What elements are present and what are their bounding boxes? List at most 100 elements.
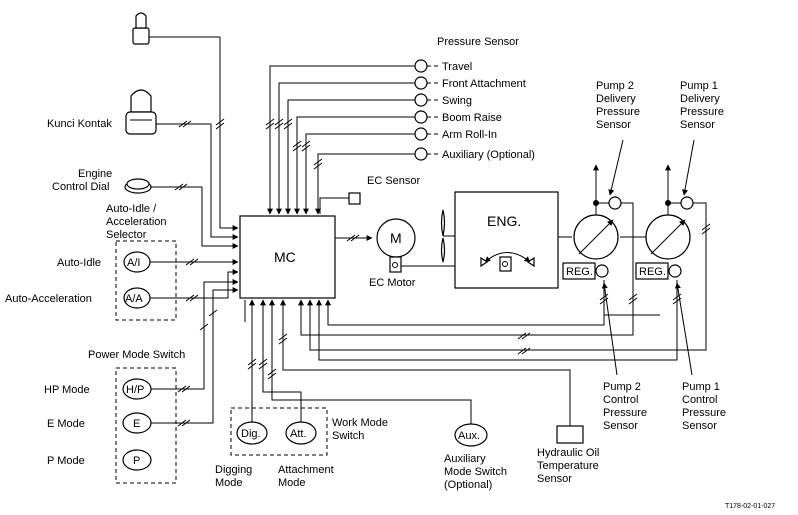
pump-1 (645, 214, 691, 260)
pump2-control-pressure-sensor (595, 264, 609, 278)
work-mode-label-2: Switch (332, 430, 364, 442)
work-mode-switch-group (230, 407, 328, 456)
hp-mode-label: HP Mode (44, 384, 90, 396)
pump1-regulator: REG. (635, 262, 669, 280)
figure-code: T178-02-01-027 (725, 503, 775, 510)
digging-mode-label-1: Digging (215, 464, 252, 476)
hydraulic-oil-label-1: Hydraulic Oil (537, 447, 599, 459)
hydraulic-oil-label-3: Sensor (537, 473, 572, 485)
pump2-dp-label-4: Sensor (596, 119, 631, 131)
e-mode-label: E Mode (47, 418, 85, 430)
power-mode-switch-group (115, 367, 177, 484)
fan-icon (440, 209, 455, 263)
auto-idle-selector-label-3: Selector (106, 229, 147, 241)
auto-idle-label: Auto-Idle (57, 257, 101, 269)
auto-acceleration-switch[interactable]: A/A (123, 287, 151, 309)
aux-mode-label-2: Mode Switch (444, 466, 507, 478)
hydraulic-oil-label-2: Temperature (537, 460, 599, 472)
pump2-dp-label-1: Pump 2 (596, 80, 634, 92)
ec-motor-label: EC Motor (369, 277, 416, 289)
m-label: M (390, 230, 402, 246)
pressure-sensor-wires (265, 65, 415, 215)
pump2-cp-label-4: Sensor (603, 420, 638, 432)
pump2-dp-label-3: Pressure (596, 106, 640, 118)
auto-idle-selector-label-2: Acceleration (106, 216, 167, 228)
pressure-sensor-circles (414, 59, 438, 161)
auto-acceleration-label: Auto-Acceleration (5, 293, 92, 305)
pump1-cp-label-3: Pressure (682, 407, 726, 419)
aux-mode-label-3: (Optional) (444, 479, 492, 491)
pump1-dp-label-1: Pump 1 (680, 80, 718, 92)
auto-idle-switch[interactable]: A/I (123, 251, 151, 273)
pump1-dp-label-4: Sensor (680, 119, 715, 131)
auxiliary-optional-label: Auxiliary (Optional) (442, 149, 535, 161)
auto-idle-selector-label-1: Auto-Idle / (106, 203, 157, 215)
ec-sensor-label: EC Sensor (367, 175, 421, 187)
work-mode-label-1: Work Mode (332, 417, 388, 429)
engine-control-dial-icon (124, 178, 202, 194)
power-mode-switch-label: Power Mode Switch (88, 349, 185, 361)
pump-2 (573, 214, 619, 260)
front-attachment-label: Front Attachment (442, 78, 526, 90)
pump2-reg-label: REG. (566, 266, 593, 278)
front-attachment-sensor (414, 76, 428, 90)
engine-label: Engine (78, 168, 112, 180)
digging-mode-switch[interactable]: Dig. (236, 421, 268, 445)
hp-switch-label: H/P (126, 384, 144, 396)
key-icon (132, 12, 220, 45)
pump1-reg-label: REG. (639, 266, 666, 278)
pump2-dp-label-2: Delivery (596, 93, 636, 105)
boom-raise-sensor (414, 110, 428, 124)
pump-signal-wires (298, 213, 711, 361)
pump2-cp-label-1: Pump 2 (603, 381, 641, 393)
p-mode-switch[interactable]: P (122, 449, 152, 471)
p-mode-label: P Mode (47, 455, 85, 467)
pump2-cp-label-3: Pressure (603, 407, 647, 419)
auto-acceleration-switch-label: A/A (125, 293, 143, 305)
mc-label: MC (274, 249, 296, 265)
pump1-cp-label-4: Sensor (682, 420, 717, 432)
pump1-delivery-pressure-sensor (680, 196, 694, 210)
pressure-sensor-title: Pressure Sensor (437, 36, 519, 48)
boom-raise-label: Boom Raise (442, 112, 502, 124)
arm-roll-in-label: Arm Roll-In (442, 129, 497, 141)
kunci-kontak-label: Kunci Kontak (47, 118, 112, 130)
engine-block (454, 191, 559, 289)
ignition-switch-icon (125, 89, 211, 135)
swing-sensor (414, 93, 428, 107)
pump2-delivery-pressure-sensor (608, 196, 622, 210)
attachment-mode-label-1: Attachment (278, 464, 334, 476)
auto-idle-switch-label: A/I (127, 257, 140, 269)
p-switch-label: P (133, 455, 140, 467)
pump1-dp-label-3: Pressure (680, 106, 724, 118)
pump1-control-pressure-sensor (668, 264, 682, 278)
pump2-cp-label-2: Control (603, 394, 638, 406)
pump2-regulator: REG. (562, 262, 596, 280)
eng-label: ENG. (487, 213, 521, 229)
attachment-mode-switch[interactable]: Att. (285, 421, 317, 445)
hp-mode-switch[interactable]: H/P (122, 378, 152, 400)
e-switch-label: E (133, 418, 140, 430)
swing-label: Swing (442, 95, 472, 107)
ec-motor: M (376, 218, 416, 273)
aux-switch-label: Aux. (458, 430, 480, 442)
pump1-dp-label-2: Delivery (680, 93, 720, 105)
pump1-cp-label-1: Pump 1 (682, 381, 720, 393)
e-mode-switch[interactable]: E (122, 412, 152, 434)
digging-mode-label-2: Mode (215, 477, 243, 489)
att-switch-label: Att. (290, 428, 307, 440)
hydraulic-oil-temperature-sensor (556, 425, 584, 444)
travel-sensor (414, 59, 428, 73)
auxiliary-sensor (414, 147, 428, 161)
ec-sensor-box (348, 192, 361, 205)
arm-roll-in-sensor (414, 127, 428, 141)
dig-switch-label: Dig. (241, 428, 261, 440)
auto-idle-selector-group (115, 240, 177, 321)
mc-controller (239, 215, 336, 299)
travel-label: Travel (442, 61, 472, 73)
pump1-cp-label-2: Control (682, 394, 717, 406)
auxiliary-mode-switch[interactable]: Aux. (454, 423, 488, 447)
control-dial-label: Control Dial (52, 181, 109, 193)
attachment-mode-label-2: Mode (278, 477, 306, 489)
